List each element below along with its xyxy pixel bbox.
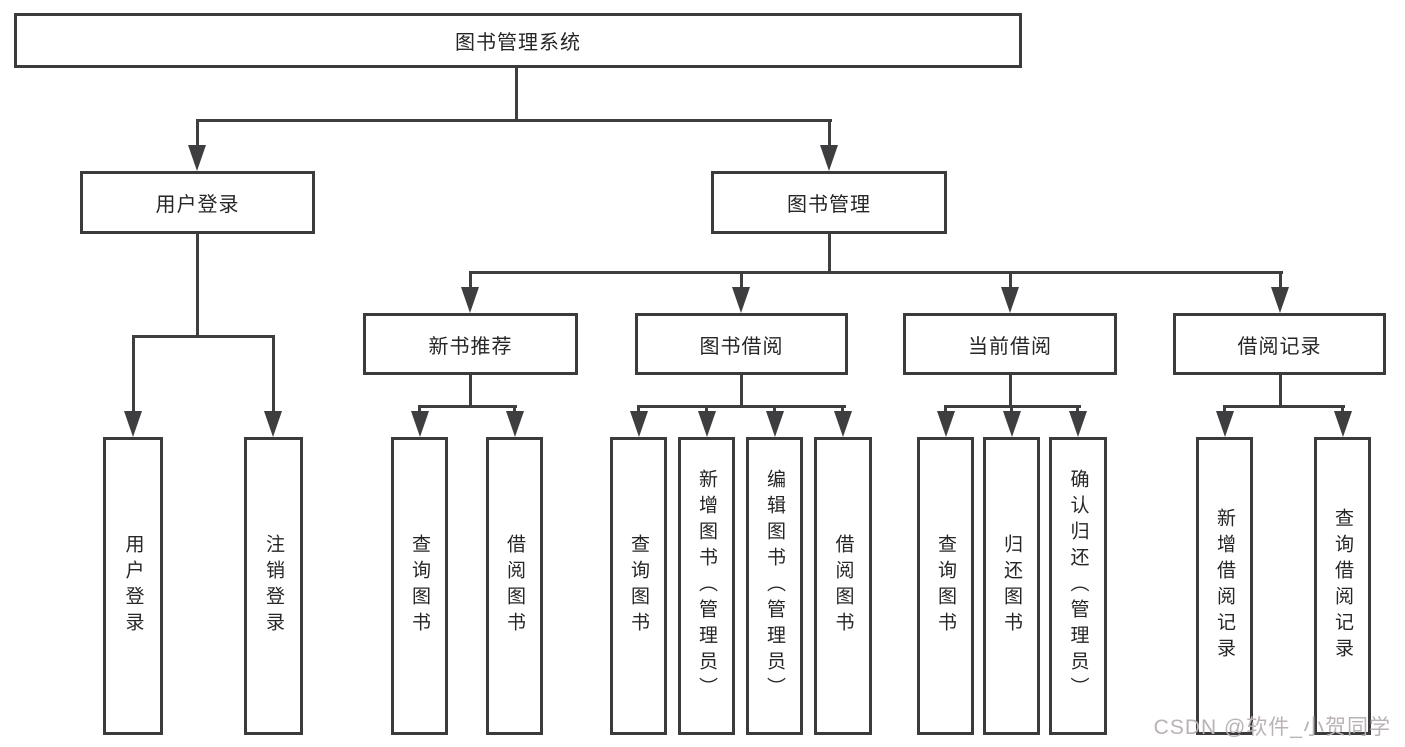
connector-stub xyxy=(418,405,421,415)
arrow-down-icon xyxy=(461,287,479,313)
arrow-down-icon xyxy=(766,411,784,437)
leaf-query-books-borrowing: 查询图书 xyxy=(610,437,667,735)
node-current-borrowing: 当前借阅 xyxy=(903,313,1117,375)
leaf-borrow-books-borrowing: 借阅图书 xyxy=(814,437,872,735)
connector-userlogin-drop xyxy=(196,234,199,338)
connector-stub xyxy=(1279,271,1282,291)
connector-records-drop xyxy=(1279,375,1282,408)
connector-stub xyxy=(828,119,831,149)
arrow-down-icon xyxy=(1334,411,1352,437)
connector-bookmgmt-bar xyxy=(469,271,1283,274)
arrow-down-icon xyxy=(732,287,750,313)
arrow-down-icon xyxy=(506,411,524,437)
node-book-borrowing: 图书借阅 xyxy=(635,313,848,375)
arrow-down-icon xyxy=(264,411,282,437)
connector-recommend-drop xyxy=(469,375,472,408)
arrow-down-icon xyxy=(124,411,142,437)
connector-stub xyxy=(740,271,743,291)
arrow-down-icon xyxy=(820,145,838,171)
leaf-query-books-current: 查询图书 xyxy=(917,437,974,735)
node-library-management-system: 图书管理系统 xyxy=(14,13,1022,68)
arrow-down-icon xyxy=(698,411,716,437)
arrow-down-icon xyxy=(1271,287,1289,313)
leaf-add-borrow-record: 新增借阅记录 xyxy=(1196,437,1253,735)
connector-root-bar xyxy=(196,119,832,122)
leaf-borrow-books-recommend: 借阅图书 xyxy=(486,437,543,735)
arrow-down-icon xyxy=(834,411,852,437)
connector-borrowing-bar xyxy=(637,405,846,408)
arrow-down-icon xyxy=(1001,287,1019,313)
leaf-return-books: 归还图书 xyxy=(983,437,1040,735)
connector-current-drop xyxy=(1009,375,1012,408)
connector-stub xyxy=(705,405,708,415)
connector-stub xyxy=(944,405,947,415)
node-borrow-records: 借阅记录 xyxy=(1173,313,1386,375)
arrow-down-icon xyxy=(630,411,648,437)
connector-stub xyxy=(773,405,776,415)
arrow-down-icon xyxy=(411,411,429,437)
node-user-login: 用户登录 xyxy=(80,171,315,234)
connector-userlogin-bar xyxy=(132,335,275,338)
connector-stub xyxy=(132,335,135,415)
connector-recommend-bar xyxy=(418,405,517,408)
leaf-add-book-admin: 新增图书（管理员） xyxy=(678,437,735,735)
node-book-management: 图书管理 xyxy=(711,171,947,234)
node-new-book-recommend: 新书推荐 xyxy=(363,313,578,375)
connector-stub xyxy=(1223,405,1226,415)
connector-stub xyxy=(1010,405,1013,415)
connector-stub xyxy=(196,119,199,149)
arrow-down-icon xyxy=(1003,411,1021,437)
connector-stub xyxy=(1341,405,1344,415)
arrow-down-icon xyxy=(1069,411,1087,437)
connector-borrowing-drop xyxy=(740,375,743,408)
connector-stub xyxy=(637,405,640,415)
connector-stub xyxy=(1076,405,1079,415)
leaf-query-books-recommend: 查询图书 xyxy=(391,437,448,735)
arrow-down-icon xyxy=(188,145,206,171)
connector-root-drop xyxy=(515,68,518,122)
connector-stub xyxy=(272,335,275,415)
leaf-query-borrow-record: 查询借阅记录 xyxy=(1314,437,1371,735)
leaf-edit-book-admin: 编辑图书（管理员） xyxy=(746,437,803,735)
leaf-logout: 注销登录 xyxy=(244,437,303,735)
leaf-user-login: 用户登录 xyxy=(103,437,163,735)
connector-records-bar xyxy=(1223,405,1345,408)
connector-bookmgmt-drop xyxy=(828,234,831,274)
watermark: CSDN @软件_小贺同学 xyxy=(1153,716,1391,739)
connector-stub xyxy=(513,405,516,415)
leaf-confirm-return-admin: 确认归还（管理员） xyxy=(1049,437,1107,735)
arrow-down-icon xyxy=(1216,411,1234,437)
connector-stub xyxy=(1009,271,1012,291)
connector-stub xyxy=(841,405,844,415)
connector-stub xyxy=(469,271,472,291)
arrow-down-icon xyxy=(937,411,955,437)
